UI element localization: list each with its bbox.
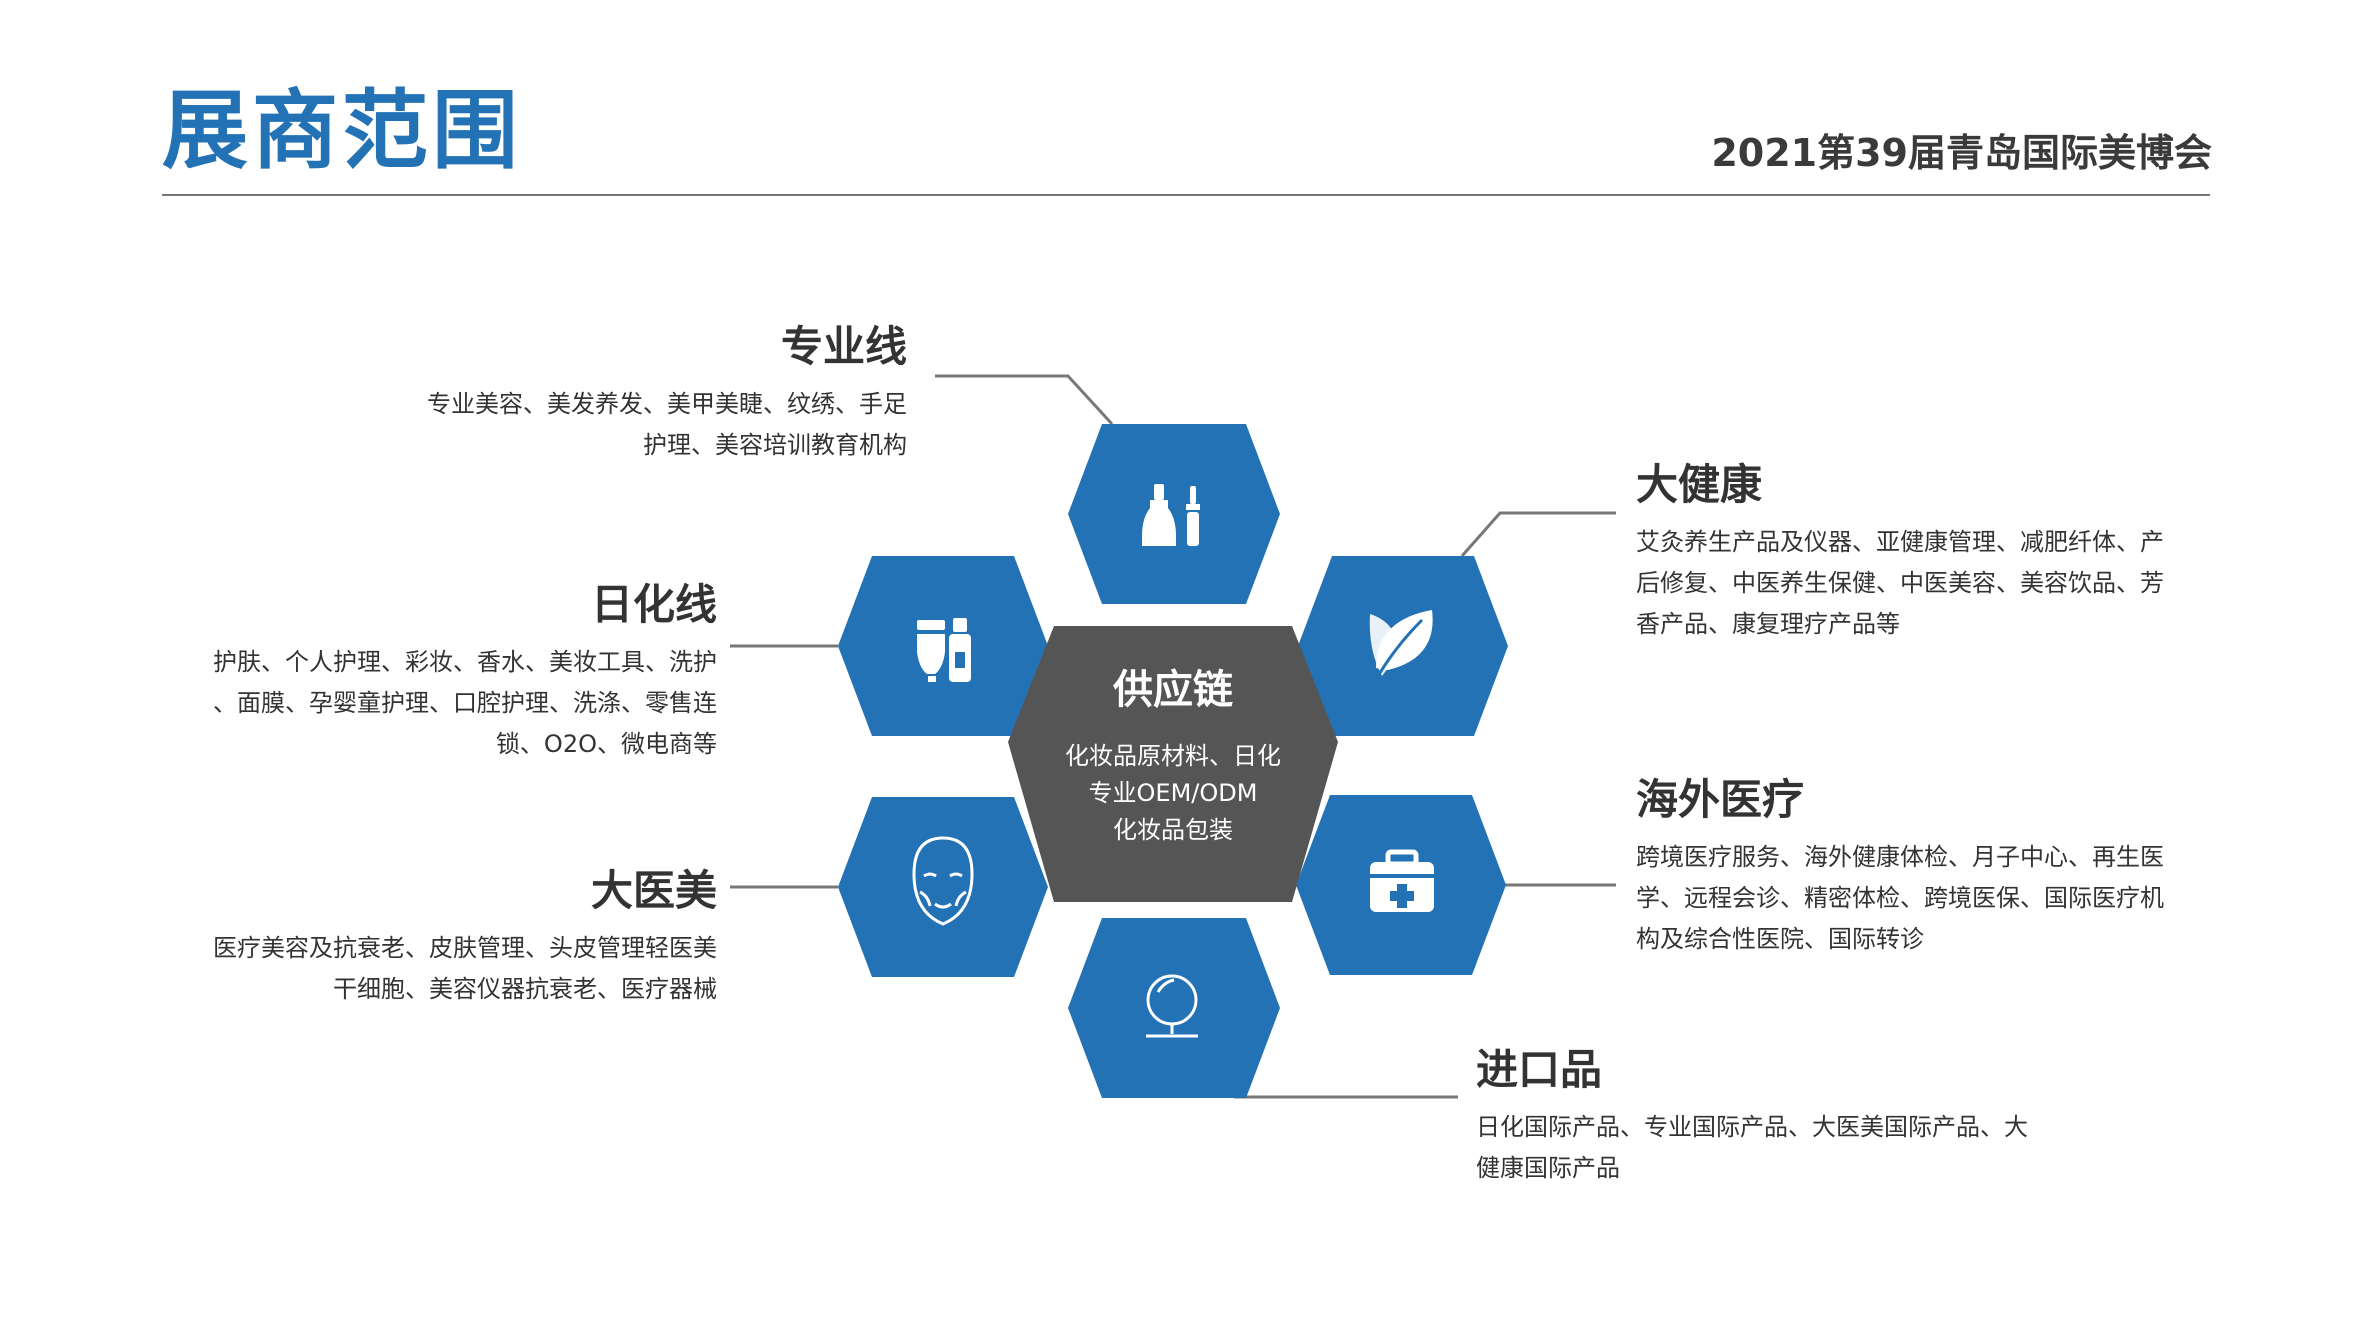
skincare-tubes-icon (917, 618, 971, 682)
description-line: 护理、美容培训教育机构 (643, 431, 907, 460)
category-description: 护肤、个人护理、彩妆、香水、美妆工具、洗护 、面膜、孕婴童护理、口腔护理、洗涤、… (157, 642, 717, 765)
category-zhuanye: 专业线 专业美容、美发养发、美甲美睫、纹绣、手足 护理、美容培训教育机构 (327, 322, 907, 466)
category-dajiankang: 大健康 艾灸养生产品及仪器、亚健康管理、减肥纤体、产 后修复、中医养生保健、中医… (1636, 460, 2216, 645)
leaf-icon (1369, 610, 1433, 677)
center-supply-chain: 供应链 化妆品原材料、日化 专业OEM/ODM 化妆品包装 (1008, 670, 1338, 849)
description-line: 学、远程会诊、精密体检、跨境医保、国际医疗机 (1636, 884, 2164, 913)
category-haiwai: 海外医疗 跨境医疗服务、海外健康体检、月子中心、再生医 学、远程会诊、精密体检、… (1636, 775, 2216, 960)
header-divider (162, 194, 2210, 196)
description-line: 专业美容、美发养发、美甲美睫、纹绣、手足 (427, 390, 907, 419)
description-line: 构及综合性医院、国际转诊 (1636, 925, 1924, 954)
center-description: 化妆品原材料、日化 专业OEM/ODM 化妆品包装 (1008, 738, 1338, 849)
page-title: 展商范围 (162, 81, 522, 181)
category-dayimei: 大医美 医疗美容及抗衰老、皮肤管理、头皮管理轻医美 干细胞、美容仪器抗衰老、医疗… (157, 866, 717, 1010)
description-line: 锁、O2O、微电商等 (495, 730, 717, 759)
description-line: 护肤、个人护理、彩妆、香水、美妆工具、洗护 (213, 648, 717, 677)
category-description: 日化国际产品、专业国际产品、大医美国际产品、大 健康国际产品 (1476, 1107, 2116, 1189)
description-line: 后修复、中医养生保健、中医美容、美容饮品、芳 (1636, 569, 2164, 598)
description-line: 、面膜、孕婴童护理、口腔护理、洗涤、零售连 (213, 689, 717, 718)
description-line: 日化国际产品、专业国际产品、大医美国际产品、大 (1476, 1113, 2028, 1142)
center-line: 化妆品包装 (1113, 816, 1233, 844)
category-description: 跨境医疗服务、海外健康体检、月子中心、再生医 学、远程会诊、精密体检、跨境医保、… (1636, 837, 2216, 960)
center-line: 专业OEM/ODM (1088, 779, 1258, 807)
hexagon-center (1008, 626, 1338, 902)
description-line: 香产品、康复理疗产品等 (1636, 610, 1900, 639)
connector-lines (730, 374, 1616, 1099)
category-title: 专业线 (780, 322, 907, 371)
description-line: 干细胞、美容仪器抗衰老、医疗器械 (333, 975, 717, 1004)
category-title: 海外医疗 (1636, 775, 1805, 824)
face-mask-icon (912, 836, 974, 926)
category-title: 进口品 (1476, 1045, 1603, 1094)
category-description: 艾灸养生产品及仪器、亚健康管理、减肥纤体、产 后修复、中医养生保健、中医美容、美… (1636, 522, 2216, 645)
hexagon-zhuanye (1068, 424, 1280, 604)
description-line: 健康国际产品 (1476, 1154, 1620, 1183)
cosmetic-bottles-icon (1142, 484, 1200, 546)
category-description: 专业美容、美发养发、美甲美睫、纹绣、手足 护理、美容培训教育机构 (327, 384, 907, 466)
center-title: 供应链 (1113, 667, 1233, 713)
hexagon-jinkou (1068, 918, 1280, 1098)
mirror-icon (1146, 974, 1198, 1038)
category-title: 日化线 (590, 580, 717, 629)
description-line: 跨境医疗服务、海外健康体检、月子中心、再生医 (1636, 843, 2164, 872)
description-line: 艾灸养生产品及仪器、亚健康管理、减肥纤体、产 (1636, 528, 2164, 557)
event-name: 2021第39届青岛国际美博会 (1711, 131, 2212, 175)
medical-kit-icon (1370, 849, 1434, 912)
category-jinkou: 进口品 日化国际产品、专业国际产品、大医美国际产品、大 健康国际产品 (1476, 1045, 2116, 1189)
category-description: 医疗美容及抗衰老、皮肤管理、头皮管理轻医美 干细胞、美容仪器抗衰老、医疗器械 (157, 928, 717, 1010)
category-title: 大健康 (1636, 460, 1763, 509)
connector-zhuanye (935, 374, 1114, 426)
description-line: 医疗美容及抗衰老、皮肤管理、头皮管理轻医美 (213, 934, 717, 963)
category-rihua: 日化线 护肤、个人护理、彩妆、香水、美妆工具、洗护 、面膜、孕婴童护理、口腔护理… (157, 580, 717, 765)
hexagon-dayimei (838, 797, 1048, 977)
connector-dajiankang (1460, 511, 1616, 557)
center-line: 化妆品原材料、日化 (1065, 742, 1281, 770)
category-title: 大医美 (590, 866, 717, 915)
